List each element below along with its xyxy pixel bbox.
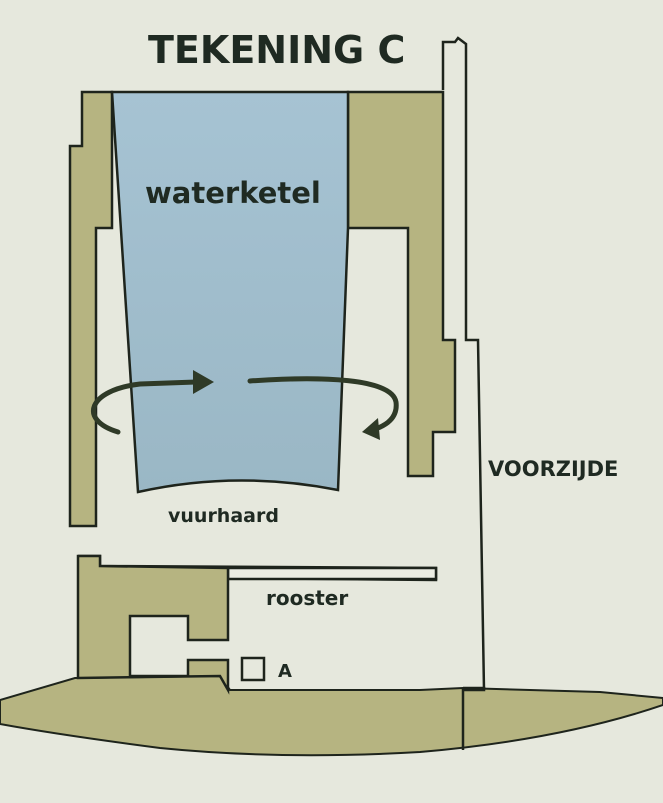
grate-bar bbox=[226, 566, 438, 581]
front-wall-outline bbox=[441, 36, 486, 691]
diagram-title: TEKENING C bbox=[148, 28, 405, 72]
kettle-label: waterketel bbox=[145, 176, 321, 210]
right-circulation-arrow bbox=[247, 376, 399, 440]
marker-a-square bbox=[240, 656, 266, 682]
front-side-label: VOORZIJDE bbox=[488, 457, 618, 481]
right-masonry-wall bbox=[346, 90, 457, 478]
front-step bbox=[461, 686, 486, 750]
left-circulation-arrow bbox=[91, 370, 214, 435]
ground-base bbox=[0, 674, 663, 757]
marker-a-label: A bbox=[278, 661, 292, 682]
lower-masonry-block bbox=[76, 554, 230, 695]
left-masonry-wall bbox=[68, 90, 114, 528]
hearth-label: vuurhaard bbox=[168, 505, 279, 527]
water-kettle bbox=[110, 90, 350, 494]
grate-label: rooster bbox=[266, 586, 348, 610]
